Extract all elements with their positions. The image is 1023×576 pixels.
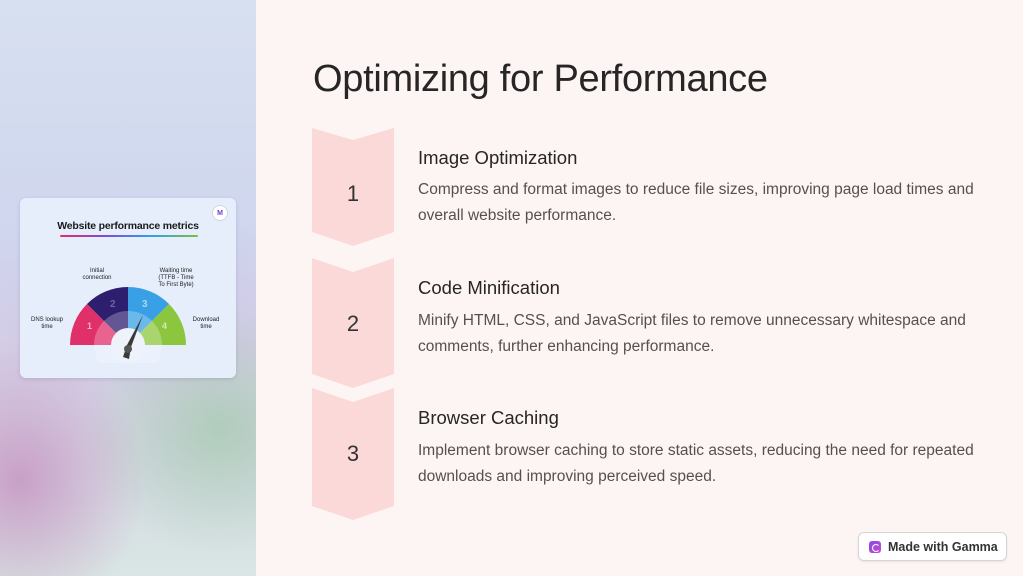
- label-waiting-text: Waiting time (TTFB - Time To First Byte): [158, 268, 194, 288]
- step-1-description: Compress and format images to reduce fil…: [418, 181, 974, 224]
- speedometer-gauge: 1 2 3 4: [70, 287, 186, 363]
- gauge-segment-1: [70, 304, 128, 345]
- gamma-logo-icon: [869, 540, 881, 553]
- image-title-underline: [60, 235, 198, 237]
- gauge-segment-4: [128, 304, 186, 345]
- label-dns-text: DNS lookup time: [30, 317, 63, 330]
- gauge-number-3: 3: [142, 299, 148, 310]
- step-1-number: 1: [346, 181, 360, 206]
- gauge-number-4: 4: [162, 321, 167, 331]
- gauge-segment-3: [128, 287, 169, 345]
- step-3-description: Implement browser caching to store stati…: [418, 442, 974, 485]
- step-3-number: 3: [346, 441, 360, 466]
- step-2-number: 2: [346, 311, 360, 336]
- image-title: Website performance metrics: [57, 220, 199, 232]
- step-3-chevron: [312, 388, 394, 520]
- step-3-heading: Browser Caching: [418, 407, 559, 428]
- label-waiting-time: Waiting time (TTFB - Time To First Byte): [152, 268, 200, 289]
- label-download-text: Download time: [192, 317, 220, 330]
- step-1-chevron: [312, 128, 394, 246]
- brand-logo-icon: M: [212, 205, 228, 221]
- step-2-chevron: [312, 258, 394, 388]
- page-title: Optimizing for Performance: [313, 58, 768, 100]
- gauge-needle-hub: [124, 345, 132, 353]
- label-initial-text: Initial connection: [82, 268, 112, 281]
- step-1-heading: Image Optimization: [418, 147, 578, 168]
- label-download-time: Download time: [186, 317, 226, 331]
- label-dns-lookup: DNS lookup time: [28, 317, 66, 331]
- label-initial-connection: Initial connection: [82, 268, 112, 282]
- badge-label: Made with Gamma: [888, 539, 998, 554]
- gauge-segment-2: [87, 287, 128, 345]
- gauge-number-1: 1: [87, 321, 92, 331]
- step-2-description: Minify HTML, CSS, and JavaScript files t…: [418, 312, 966, 355]
- made-with-gamma-badge[interactable]: Made with Gamma: [858, 532, 1007, 561]
- step-2-heading: Code Minification: [418, 277, 560, 298]
- side-image-panel: Website performance metrics M Initial co…: [0, 0, 256, 576]
- performance-metrics-image: Website performance metrics M Initial co…: [20, 198, 236, 378]
- gauge-number-2: 2: [110, 299, 116, 310]
